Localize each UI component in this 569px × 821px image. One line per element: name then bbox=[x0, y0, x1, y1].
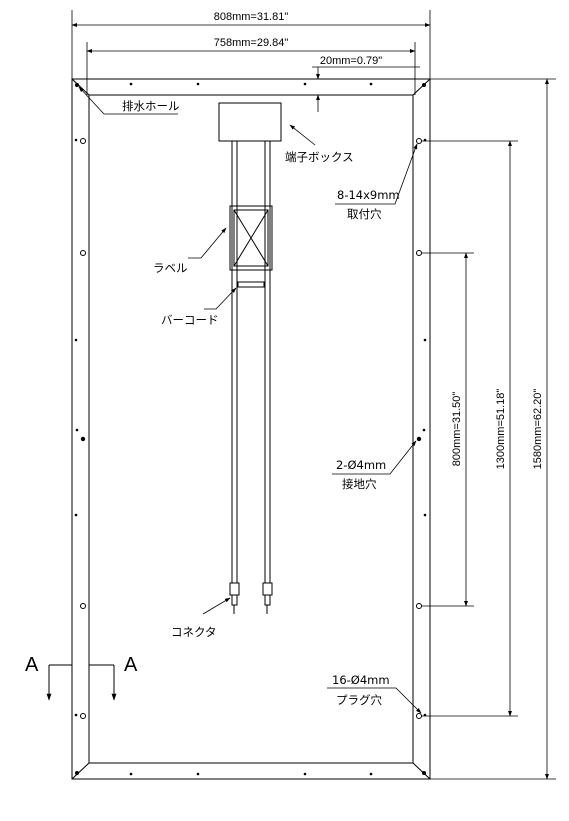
connector-callout: コネクタ bbox=[171, 625, 217, 639]
dim-inner-width bbox=[86, 42, 416, 95]
junction-box bbox=[218, 102, 282, 142]
mount-hole-spec: 8-14x9mm bbox=[337, 188, 400, 202]
outer-width-label: 808mm=31.81" bbox=[214, 11, 289, 23]
dim-frame-width bbox=[312, 66, 420, 112]
mount-hole-name: 取付穴 bbox=[347, 207, 382, 221]
drain-holes bbox=[75, 83, 426, 775]
section-mark-left: A bbox=[25, 654, 39, 676]
ground-hole-name: 接地穴 bbox=[342, 477, 377, 491]
connectors bbox=[229, 582, 273, 614]
cables bbox=[231, 141, 271, 583]
section-mark-right: A bbox=[124, 654, 138, 676]
panel-label bbox=[229, 205, 273, 271]
mounting-holes bbox=[80, 138, 422, 719]
dim-outer-width bbox=[71, 10, 431, 79]
label-callout: ラベル bbox=[153, 261, 188, 275]
barcode bbox=[237, 281, 265, 288]
junction-box-callout: 端子ボックス bbox=[285, 150, 354, 164]
plug-hole-name: プラグ穴 bbox=[336, 693, 382, 707]
barcode-callout: バーコード bbox=[161, 313, 219, 327]
mount-spacing-label: 1300mm=51.18" bbox=[495, 389, 507, 470]
inner-width-label: 758mm=29.84" bbox=[214, 37, 289, 49]
ground-hole-spec: 2-Ø4mm bbox=[336, 458, 386, 472]
grounding-holes bbox=[75, 428, 426, 442]
total-height-label: 1580mm=62.20" bbox=[532, 389, 544, 470]
frame-width-label: 20mm=0.79" bbox=[320, 55, 382, 67]
drain-hole-callout: 排水ホール bbox=[122, 99, 180, 113]
dim-total-height bbox=[430, 78, 556, 780]
panel-frame bbox=[71, 78, 431, 780]
dim-ground-spacing bbox=[421, 252, 474, 607]
leader-lines bbox=[78, 86, 422, 714]
ground-spacing-label: 800mm=31.50" bbox=[451, 392, 463, 467]
plug-hole-spec: 16-Ø4mm bbox=[332, 673, 390, 687]
dim-mount-spacing bbox=[421, 140, 518, 717]
section-line bbox=[46, 664, 117, 701]
plug-holes bbox=[74, 82, 427, 776]
